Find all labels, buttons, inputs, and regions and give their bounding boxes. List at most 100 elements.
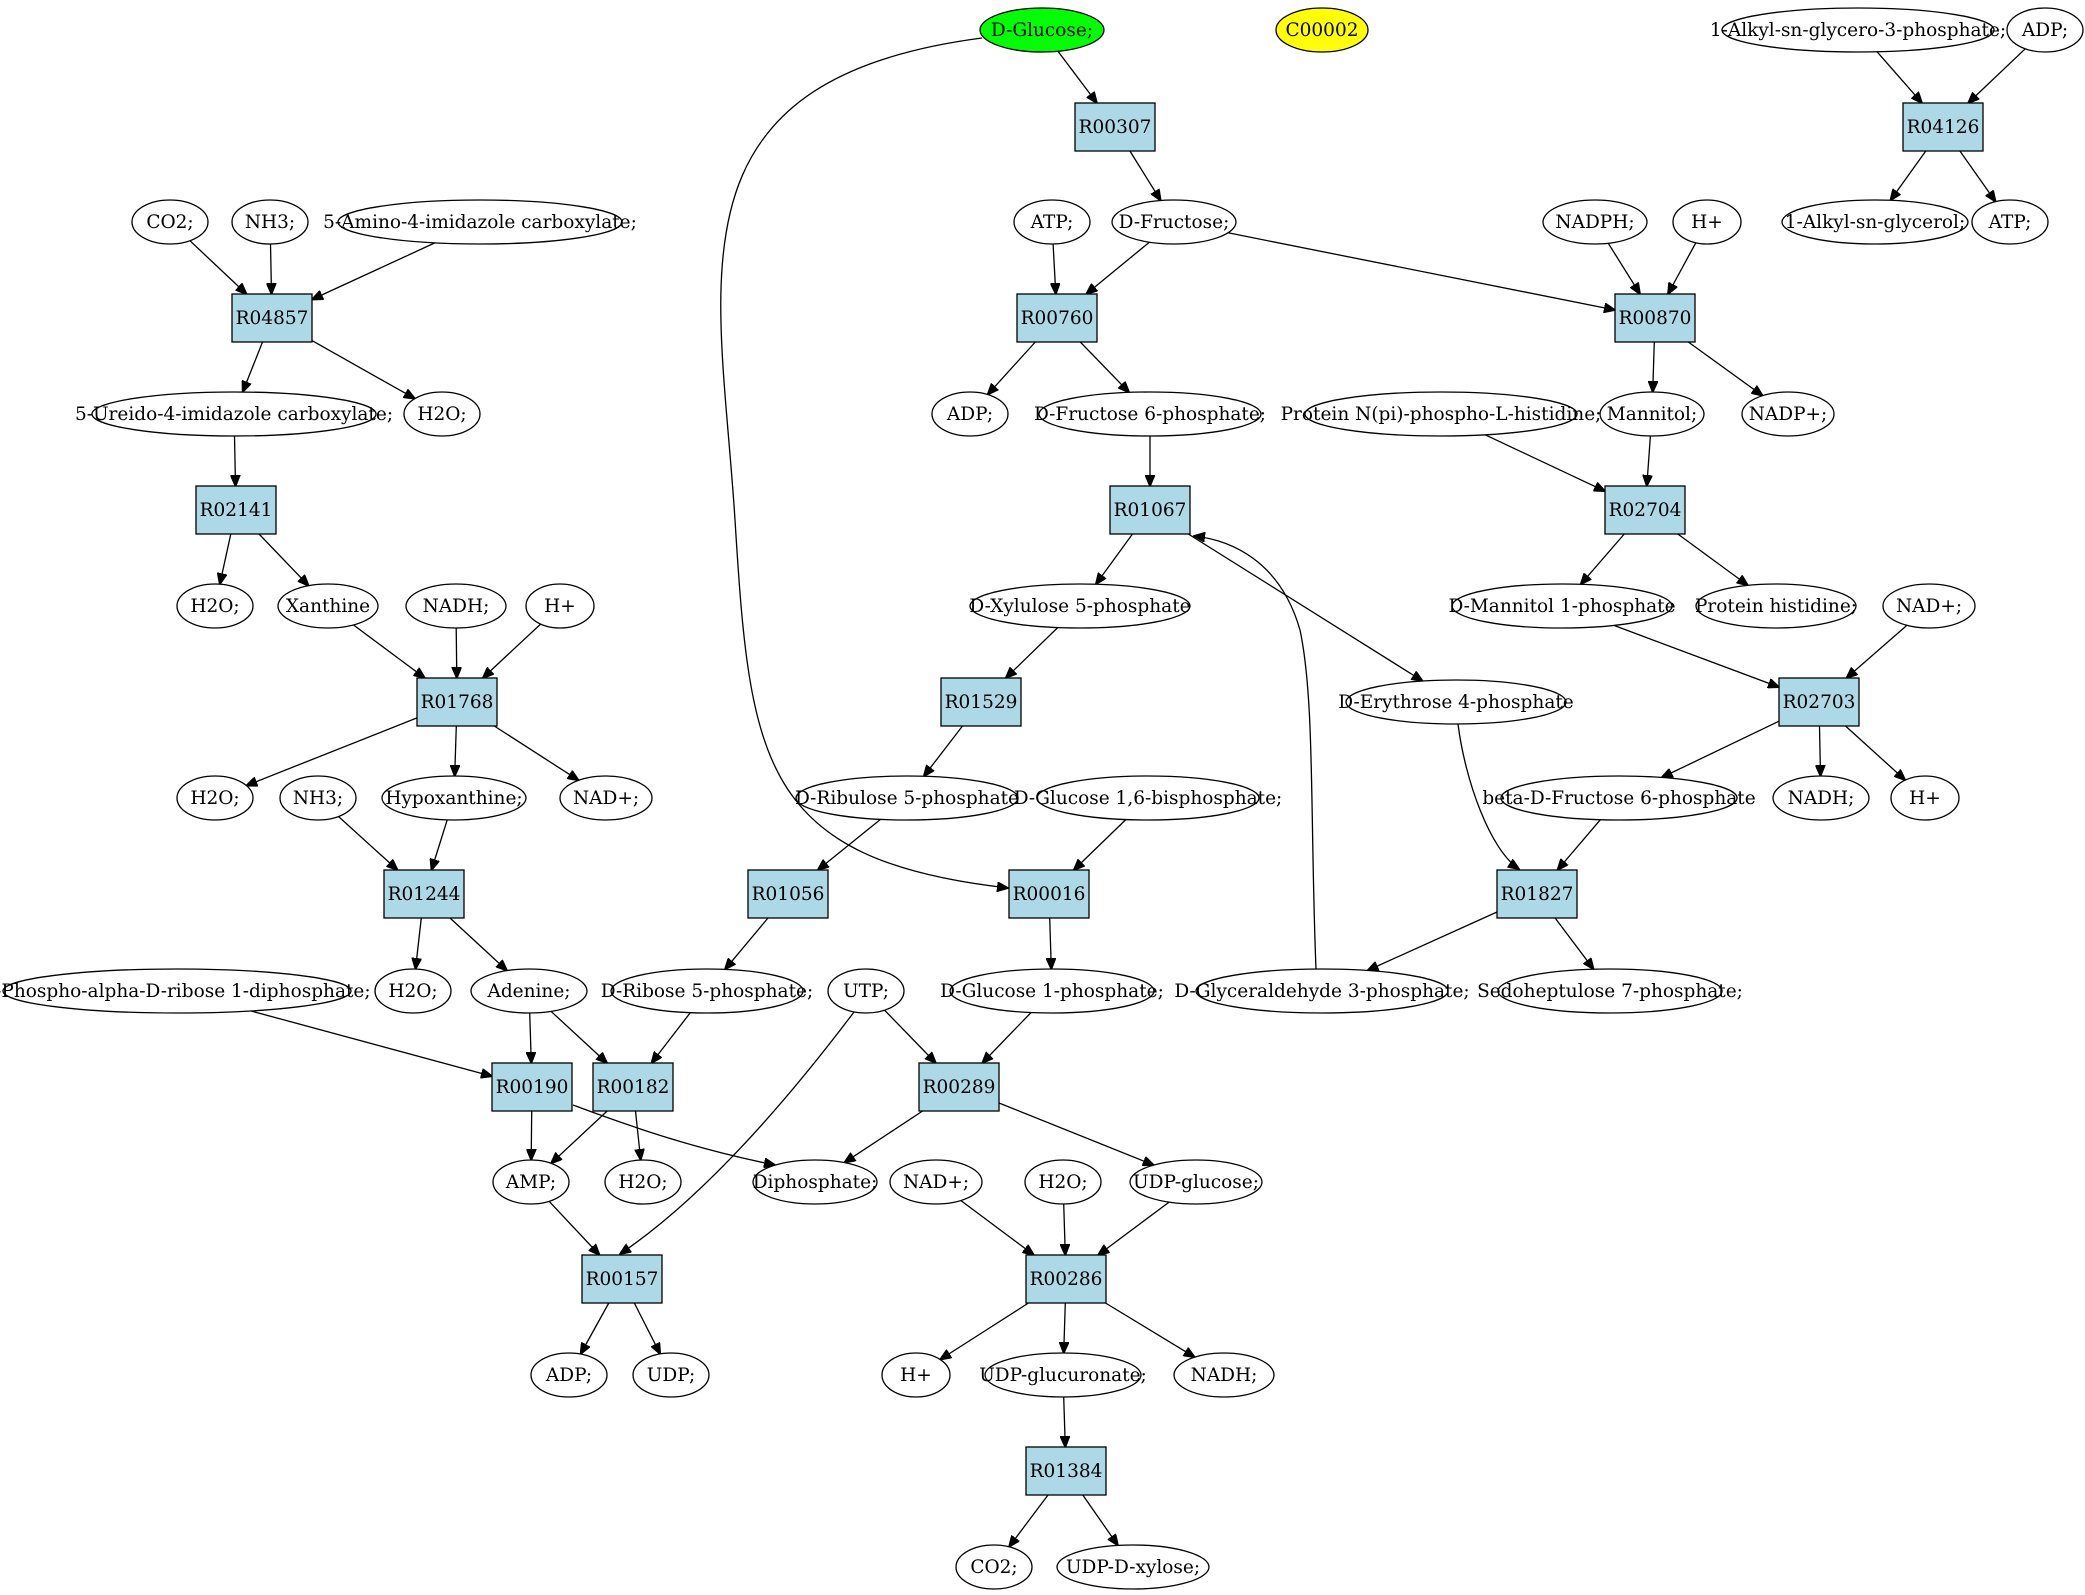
compound-node-fru[interactable]: D-Fructose; xyxy=(1111,199,1237,245)
compound-node-h2o_c[interactable]: H2O; xyxy=(176,775,254,821)
compound-node-m1p[interactable]: D-Mannitol 1-phosphate xyxy=(1448,583,1676,629)
reaction-node-R00289[interactable]: R00289 xyxy=(918,1062,1000,1112)
compound-node-nadpp[interactable]: NADP+; xyxy=(1741,391,1835,437)
compound-node-hp_d[interactable]: H+ xyxy=(881,1352,951,1398)
compound-node-adenine[interactable]: Adenine; xyxy=(470,968,588,1014)
compound-node-amp[interactable]: AMP; xyxy=(492,1159,570,1205)
edge-R04857-to-h2o_a xyxy=(311,340,415,399)
edge-bf6p-to-R01827 xyxy=(1558,819,1601,870)
compound-node-r5p[interactable]: D-Ribose 5-phosphate; xyxy=(601,968,813,1014)
reaction-node-R02704[interactable]: R02704 xyxy=(1604,485,1686,535)
compound-node-nadp_b[interactable]: NAD+; xyxy=(889,1159,983,1205)
reaction-node-R01384[interactable]: R01384 xyxy=(1025,1446,1107,1496)
compound-node-nadh_b[interactable]: NADH; xyxy=(1772,775,1870,821)
compound-node-nadph[interactable]: NADPH; xyxy=(1542,199,1648,245)
compound-node-h2o_a[interactable]: H2O; xyxy=(403,391,481,437)
reaction-node-R00182[interactable]: R00182 xyxy=(592,1062,674,1112)
edge-hp_a-to-R00870 xyxy=(1668,242,1697,294)
reaction-node-R01244[interactable]: R01244 xyxy=(383,869,465,919)
compound-node-alkylg[interactable]: 1-Alkyl-sn-glycerol; xyxy=(1781,199,1969,245)
compound-node-hp_c[interactable]: H+ xyxy=(1890,775,1960,821)
node-label: R04857 xyxy=(236,308,309,329)
compound-node-co2_a[interactable]: CO2; xyxy=(131,199,209,245)
node-label: Diphosphate; xyxy=(753,1172,878,1193)
compound-node-ru5p[interactable]: D-Ribulose 5-phosphate xyxy=(795,775,1019,821)
edge-co2_a-to-R04857 xyxy=(189,240,247,294)
compound-node-adp_top[interactable]: ADP; xyxy=(2006,7,2084,53)
compound-ellipse xyxy=(374,968,452,1014)
compound-node-udp[interactable]: UDP; xyxy=(632,1352,710,1398)
reaction-node-R01067[interactable]: R01067 xyxy=(1109,485,1191,535)
compound-node-gap[interactable]: D-Glyceraldehyde 3-phosphate; xyxy=(1174,968,1470,1014)
compound-node-hp_a[interactable]: H+ xyxy=(1672,199,1742,245)
compound-node-nadp_a[interactable]: NAD+; xyxy=(559,775,653,821)
node-label: R00286 xyxy=(1030,1269,1103,1290)
reaction-node-R00307[interactable]: R00307 xyxy=(1074,102,1156,152)
compound-node-nadh_c[interactable]: NADH; xyxy=(1173,1352,1275,1398)
compound-node-udpgca[interactable]: UDP-glucuronate; xyxy=(979,1352,1147,1398)
compound-node-protnp[interactable]: Protein N(pi)-phospho-L-histidine; xyxy=(1281,391,1602,437)
compound-node-h2o_f[interactable]: H2O; xyxy=(1024,1159,1102,1205)
reaction-node-R02703[interactable]: R02703 xyxy=(1778,677,1860,727)
edge-udpglc-to-R00286 xyxy=(1098,1201,1170,1255)
compound-node-atp_b[interactable]: ATP; xyxy=(1971,199,2049,245)
reaction-node-R01056[interactable]: R01056 xyxy=(747,869,829,919)
node-label: H2O; xyxy=(1038,1172,1087,1193)
edge-R01768-to-h2o_c xyxy=(246,717,418,786)
compound-node-nh3_b[interactable]: NH3; xyxy=(279,775,357,821)
compound-node-glc[interactable]: D-Glucose; xyxy=(979,7,1105,53)
compound-ellipse xyxy=(610,968,804,1014)
compound-node-c00002[interactable]: C00002 xyxy=(1275,7,1369,53)
node-label: NAD+; xyxy=(903,1172,969,1193)
reaction-node-R00760[interactable]: R00760 xyxy=(1016,293,1098,343)
compound-node-adp_b[interactable]: ADP; xyxy=(530,1352,608,1398)
reaction-node-R04126[interactable]: R04126 xyxy=(1902,102,1984,152)
compound-node-bf6p[interactable]: beta-D-Fructose 6-phosphate xyxy=(1482,775,1756,821)
compound-node-xanthine[interactable]: Xanthine xyxy=(277,583,379,629)
compound-ellipse xyxy=(1721,7,1995,53)
edge-m1p-to-R02703 xyxy=(1613,624,1779,687)
compound-node-udpxyl[interactable]: UDP-D-xylose; xyxy=(1056,1544,1210,1590)
compound-node-adp_a[interactable]: ADP; xyxy=(931,391,1009,437)
compound-node-co2_b[interactable]: CO2; xyxy=(955,1544,1033,1590)
edge-utp-to-R00157 xyxy=(620,1011,855,1254)
compound-node-f6p[interactable]: D-Fructose 6-phosphate; xyxy=(1034,391,1266,437)
compound-node-h2o_e[interactable]: H2O; xyxy=(604,1159,682,1205)
compound-node-aicarb[interactable]: 5-Amino-4-imidazole carboxylate; xyxy=(323,199,637,245)
compound-node-alkylgp[interactable]: 1-Alkyl-sn-glycero-3-phosphate; xyxy=(1710,7,2006,53)
reaction-node-R00870[interactable]: R00870 xyxy=(1614,293,1696,343)
reaction-node-R00190[interactable]: R00190 xyxy=(491,1062,573,1112)
edge-prpp-to-R00190 xyxy=(250,1010,492,1076)
compound-node-e4p[interactable]: D-Erythrose 4-phosphate xyxy=(1338,679,1574,725)
compound-node-atp_a[interactable]: ATP; xyxy=(1013,199,1091,245)
compound-node-g1p[interactable]: D-Glucose 1-phosphate; xyxy=(940,968,1164,1014)
compound-node-udpglc[interactable]: UDP-glucose; xyxy=(1129,1159,1263,1205)
compound-ellipse xyxy=(604,1159,682,1205)
compound-node-h2o_d[interactable]: H2O; xyxy=(374,968,452,1014)
compound-node-nh3_a[interactable]: NH3; xyxy=(231,199,309,245)
compound-node-ppi[interactable]: Diphosphate; xyxy=(752,1159,878,1205)
compound-node-g16bp[interactable]: D-Glucose 1,6-bisphosphate; xyxy=(1014,775,1283,821)
reaction-node-R04857[interactable]: R04857 xyxy=(231,293,313,343)
compound-node-utp[interactable]: UTP; xyxy=(827,968,905,1014)
compound-node-nadh_a[interactable]: NADH; xyxy=(405,583,507,629)
reaction-node-R00157[interactable]: R00157 xyxy=(581,1254,663,1304)
compound-node-ureido[interactable]: 5-Ureido-4-imidazole carboxylate; xyxy=(75,391,393,437)
compound-node-prothis[interactable]: Protein histidine; xyxy=(1695,583,1857,629)
compound-node-x5p[interactable]: D-Xylulose 5-phosphate xyxy=(969,583,1191,629)
reaction-node-R00286[interactable]: R00286 xyxy=(1025,1254,1107,1304)
compound-node-hypox[interactable]: Hypoxanthine; xyxy=(381,775,527,821)
reaction-node-R02141[interactable]: R02141 xyxy=(195,485,277,535)
reaction-node-R01827[interactable]: R01827 xyxy=(1496,869,1578,919)
compound-node-mannitol[interactable]: Mannitol; xyxy=(1599,391,1705,437)
edge-adenine-to-R00190 xyxy=(530,1012,532,1063)
compound-node-hp_b[interactable]: H+ xyxy=(525,583,595,629)
compound-node-nadp_c[interactable]: NAD+; xyxy=(1882,583,1976,629)
compound-node-prpp[interactable]: 5-Phospho-alpha-D-ribose 1-diphosphate; xyxy=(0,968,371,1014)
reaction-node-R01768[interactable]: R01768 xyxy=(416,677,498,727)
reaction-node-R00016[interactable]: R00016 xyxy=(1008,869,1090,919)
node-label: UDP-glucuronate; xyxy=(979,1365,1147,1386)
compound-node-s7p[interactable]: Sedoheptulose 7-phosphate; xyxy=(1477,968,1743,1014)
compound-node-h2o_b[interactable]: H2O; xyxy=(176,583,254,629)
reaction-node-R01529[interactable]: R01529 xyxy=(940,677,1022,727)
